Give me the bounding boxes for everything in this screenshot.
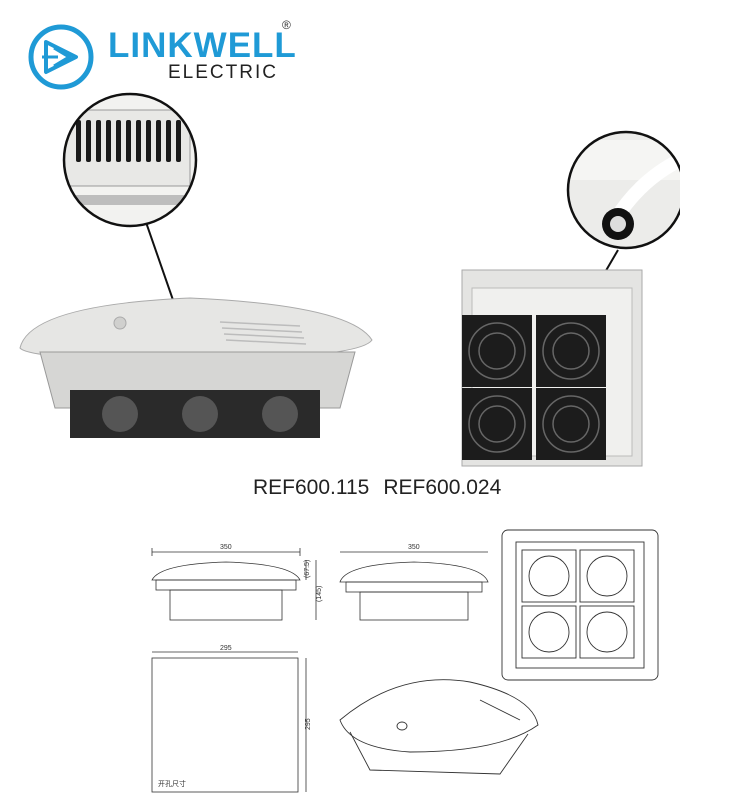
cutout-drawing [151,651,307,793]
model-references: REF600.115 REF600.024 [253,476,501,500]
cutout-caption: 开孔尺寸 [158,779,186,788]
side-view-drawing [339,551,489,621]
technical-drawings: 350 (67.5) (145) 350 295 295 开孔尺寸 [151,529,659,793]
product-photo-back [461,130,680,467]
side-width-label: 350 [408,544,420,551]
back-view-drawing [501,529,659,681]
top-height-label: (67.5) [304,560,311,578]
front-width-label: 350 [220,544,232,551]
model-ref-2: REF600.024 [383,476,502,499]
perspective-drawing [339,679,539,775]
brand-name: LINKWELL [108,26,297,65]
model-ref-1: REF600.115 [253,476,370,499]
product-photo-top [19,92,373,438]
total-height-label: (145) [316,586,323,602]
brand-subtitle: ELECTRIC [168,62,278,83]
front-view-drawing [151,548,317,621]
cutout-width-label: 295 [220,645,232,652]
linkwell-logo-icon [28,24,94,90]
registered-mark: ® [282,18,291,32]
cutout-height-label: 295 [305,718,312,730]
